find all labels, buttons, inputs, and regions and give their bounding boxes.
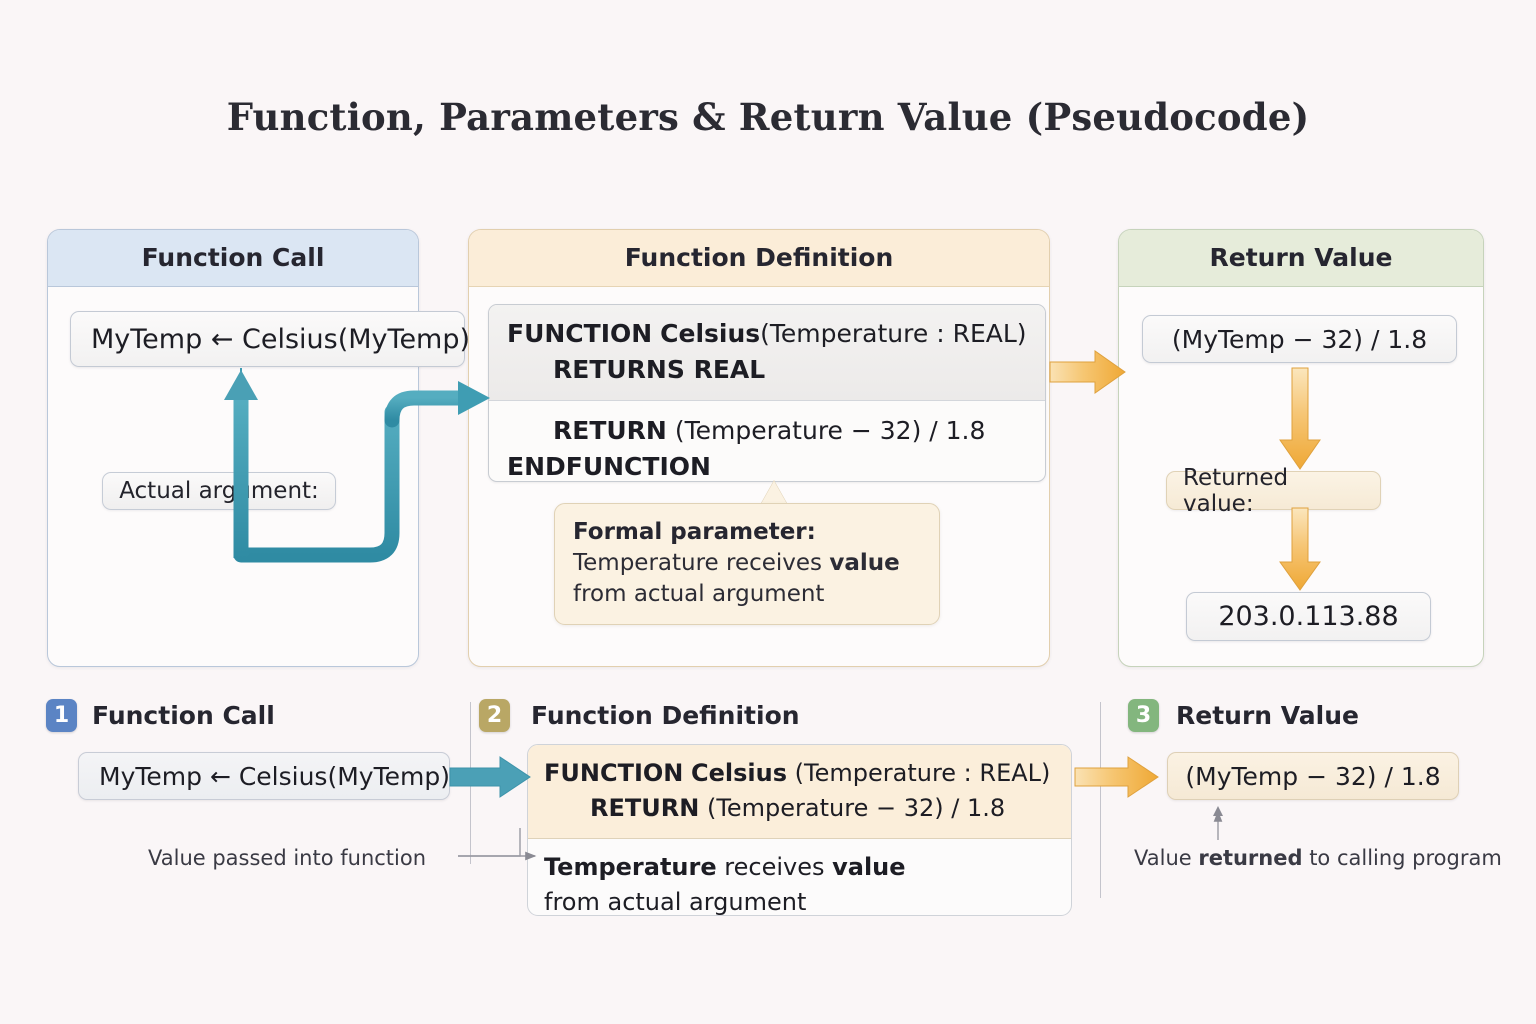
return-expression: (Temperature − 32) / 1.8 bbox=[674, 416, 986, 445]
step-2-code-line-1: FUNCTION Celsius (Temperature : REAL) bbox=[544, 756, 1071, 791]
panel-function-call: Function Call bbox=[47, 229, 419, 667]
code-line-return: RETURN (Temperature − 32) / 1.8 bbox=[507, 413, 1045, 449]
step-2-note-block: Temperature receives value from actual a… bbox=[528, 839, 1071, 916]
step-2-code-block: FUNCTION Celsius (Temperature : REAL) RE… bbox=[528, 745, 1071, 839]
formal-parameter-line-1: Temperature receives value bbox=[573, 548, 921, 579]
step-2-keyword-function: FUNCTION bbox=[544, 759, 684, 787]
step-badge-3: 3 bbox=[1128, 699, 1159, 732]
function-call-code-text: MyTemp ← Celsius(MyTemp) bbox=[91, 323, 471, 355]
step-label-1: Function Call bbox=[92, 701, 275, 730]
returned-value-result-text: 203.0.113.88 bbox=[1218, 601, 1399, 632]
function-signature-block: FUNCTION Celsius(Temperature : REAL) RET… bbox=[489, 305, 1045, 401]
function-params: (Temperature : REAL) bbox=[760, 319, 1027, 348]
code-line-endfunction: ENDFUNCTION bbox=[507, 449, 1045, 481]
step-2-note-line-1: Temperature receives value bbox=[544, 850, 1071, 885]
step-arrow-call-to-definition bbox=[449, 756, 531, 798]
returned-value-label-text: Returned value: bbox=[1183, 464, 1289, 517]
keyword-return: RETURN bbox=[553, 416, 667, 445]
panel-return-value-header: Return Value bbox=[1119, 230, 1483, 287]
panel-function-definition-header: Function Definition bbox=[469, 230, 1049, 287]
step-separator-2 bbox=[1100, 702, 1102, 898]
function-definition-code-box[interactable]: FUNCTION Celsius(Temperature : REAL) RET… bbox=[488, 304, 1046, 482]
orange-arrow-definition-to-return bbox=[1049, 350, 1126, 394]
step-3-return-text: (MyTemp − 32) / 1.8 bbox=[1185, 761, 1441, 791]
step-2-code-line-2: RETURN (Temperature − 32) / 1.8 bbox=[544, 791, 1071, 826]
step-label-3: Return Value bbox=[1176, 701, 1359, 730]
keyword-endfunction: ENDFUNCTION bbox=[507, 452, 711, 481]
step-2-keyword-return: RETURN bbox=[590, 794, 700, 822]
page-title: Function, Parameters & Return Value (Pse… bbox=[226, 95, 1310, 139]
step-arrow-definition-to-return bbox=[1074, 756, 1159, 798]
step-separator-1 bbox=[470, 702, 472, 864]
panel-function-call-header: Function Call bbox=[48, 230, 418, 287]
step-3-footnote-bold: returned bbox=[1198, 846, 1303, 870]
return-expression-box[interactable]: (MyTemp − 32) / 1.8 bbox=[1142, 315, 1457, 363]
function-call-code-box[interactable]: MyTemp ← Celsius(MyTemp) bbox=[70, 311, 470, 367]
step-2-note-line-2: from actual argument bbox=[544, 888, 807, 916]
step-badge-2: 2 bbox=[479, 699, 510, 732]
step-2-return-expression: (Temperature − 32) / 1.8 bbox=[706, 794, 1006, 822]
step-1-footnote: Value passed into function bbox=[148, 846, 427, 870]
step-label-2: Function Definition bbox=[531, 701, 800, 730]
function-body-block: RETURN (Temperature − 32) / 1.8 ENDFUNCT… bbox=[489, 401, 1045, 481]
footnote-connector-right bbox=[1213, 806, 1223, 840]
step-2-function-params: (Temperature : REAL) bbox=[794, 759, 1051, 787]
actual-argument-label-text: Actual argument: bbox=[119, 478, 319, 504]
step-2-note-bold-1: Temperature bbox=[544, 853, 717, 881]
returned-value-label: Returned value: bbox=[1166, 465, 1381, 517]
step-3-footnote-plain-1: Value bbox=[1134, 846, 1199, 870]
keyword-returns-real: RETURNS REAL bbox=[553, 355, 766, 384]
keyword-function: FUNCTION bbox=[507, 319, 653, 348]
formal-parameter-line-1-bold: value bbox=[829, 550, 900, 576]
step-3-footnote: Value returned to calling program bbox=[1134, 846, 1502, 870]
formal-parameter-line-2: from actual argument bbox=[573, 581, 825, 607]
callout-tail-icon bbox=[761, 481, 787, 504]
formal-parameter-line-1-plain: Temperature receives bbox=[573, 550, 830, 576]
step-2-note-bold-2: value bbox=[832, 853, 906, 881]
code-line-function: FUNCTION Celsius(Temperature : REAL) bbox=[507, 316, 1045, 352]
step-2-definition-box[interactable]: FUNCTION Celsius (Temperature : REAL) RE… bbox=[527, 744, 1072, 916]
step-badge-1: 1 bbox=[46, 699, 77, 732]
formal-parameter-callout: Formal parameter: Temperature receives v… bbox=[554, 503, 940, 625]
step-1-code-box[interactable]: MyTemp ← Celsius(MyTemp) bbox=[78, 752, 450, 800]
step-2-note-plain-1: receives bbox=[716, 853, 833, 881]
step-3-return-box[interactable]: (MyTemp − 32) / 1.8 bbox=[1167, 752, 1459, 800]
return-expression-text: (MyTemp − 32) / 1.8 bbox=[1171, 324, 1428, 354]
code-line-returns: RETURNS REAL bbox=[507, 352, 1045, 388]
step-1-code-text: MyTemp ← Celsius(MyTemp) bbox=[99, 761, 450, 791]
function-name: Celsius bbox=[660, 319, 761, 348]
formal-parameter-heading: Formal parameter: bbox=[573, 519, 816, 545]
step-3-footnote-plain-2: to calling program bbox=[1302, 846, 1502, 870]
actual-argument-label: Actual argument: bbox=[102, 472, 336, 510]
returned-value-result-box[interactable]: 203.0.113.88 bbox=[1186, 592, 1431, 641]
step-2-function-name: Celsius bbox=[691, 759, 788, 787]
